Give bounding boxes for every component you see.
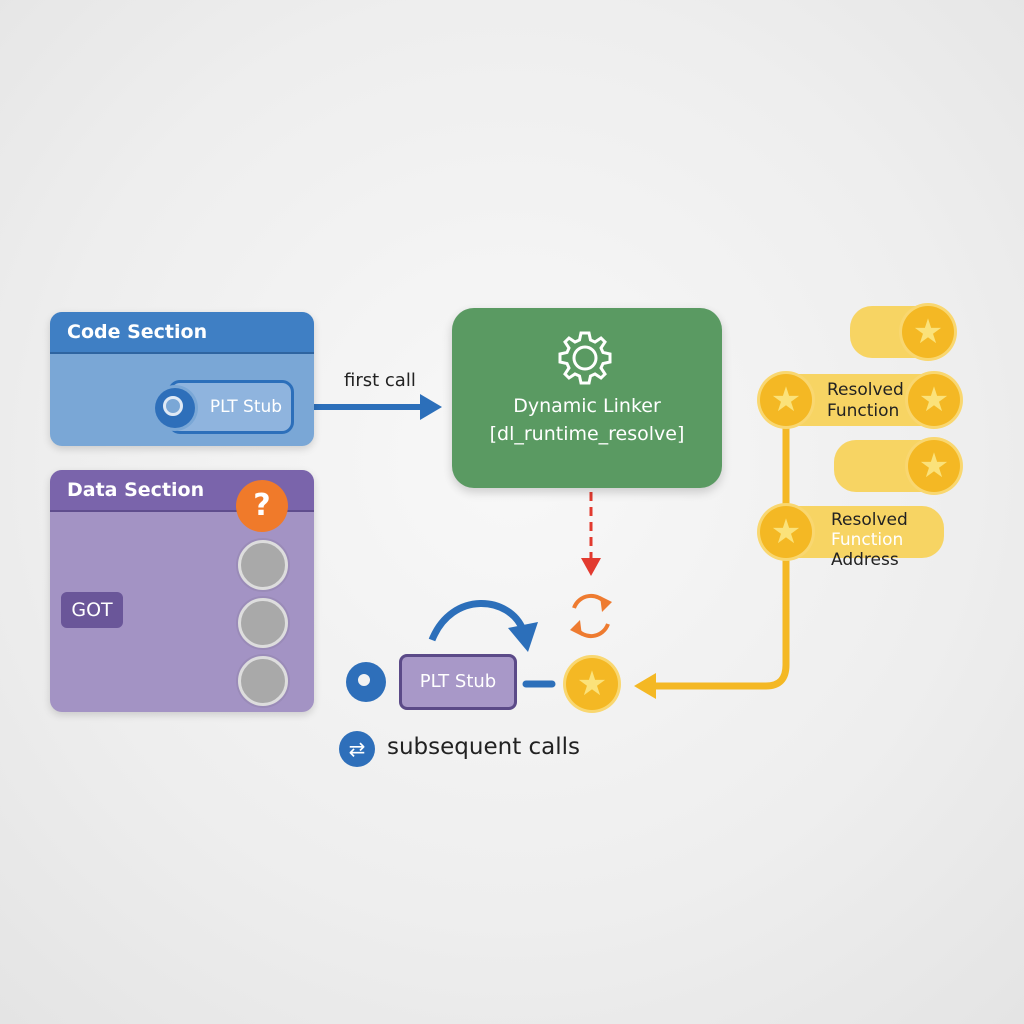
got-slot xyxy=(238,656,288,706)
resolved-label: Resolved xyxy=(831,510,908,530)
dynamic-linker-box xyxy=(452,308,722,488)
first-call-arrow xyxy=(306,394,442,420)
subsequent-calls-label: subsequent calls xyxy=(387,734,581,760)
resolved-label: Function xyxy=(827,401,900,421)
got-slot xyxy=(238,540,288,590)
resolved-return-arrow xyxy=(634,400,790,699)
got-slot xyxy=(238,598,288,648)
star-icon: ★ xyxy=(908,440,960,492)
dynamic-linker-function: [dl_runtime_resolve] xyxy=(489,423,685,445)
resolved-label: Resolved xyxy=(827,380,904,400)
resolved-label: Function xyxy=(831,530,904,550)
star-icon: ★ xyxy=(566,658,618,710)
refresh-icon xyxy=(570,593,612,639)
resolved-label: Address xyxy=(831,550,899,570)
curved-call-arrow xyxy=(428,600,538,652)
star-icon: ★ xyxy=(908,374,960,426)
got-label: GOT xyxy=(61,592,123,628)
question-icon: ? xyxy=(236,480,288,532)
first-call-label: first call xyxy=(344,370,416,391)
code-section-title: Code Section xyxy=(50,312,314,354)
plt-stub-bottom[interactable]: PLT Stub xyxy=(399,654,517,710)
dynamic-linker-title: Dynamic Linker xyxy=(513,395,661,417)
star-icon: ★ xyxy=(760,374,812,426)
star-icon: ★ xyxy=(760,506,812,558)
target-ring-icon xyxy=(155,388,195,428)
target-ring-icon xyxy=(346,662,386,702)
star-icon: ★ xyxy=(902,306,954,358)
swap-arrows-icon: ⇄ xyxy=(339,731,375,767)
gear-icon xyxy=(558,331,612,385)
